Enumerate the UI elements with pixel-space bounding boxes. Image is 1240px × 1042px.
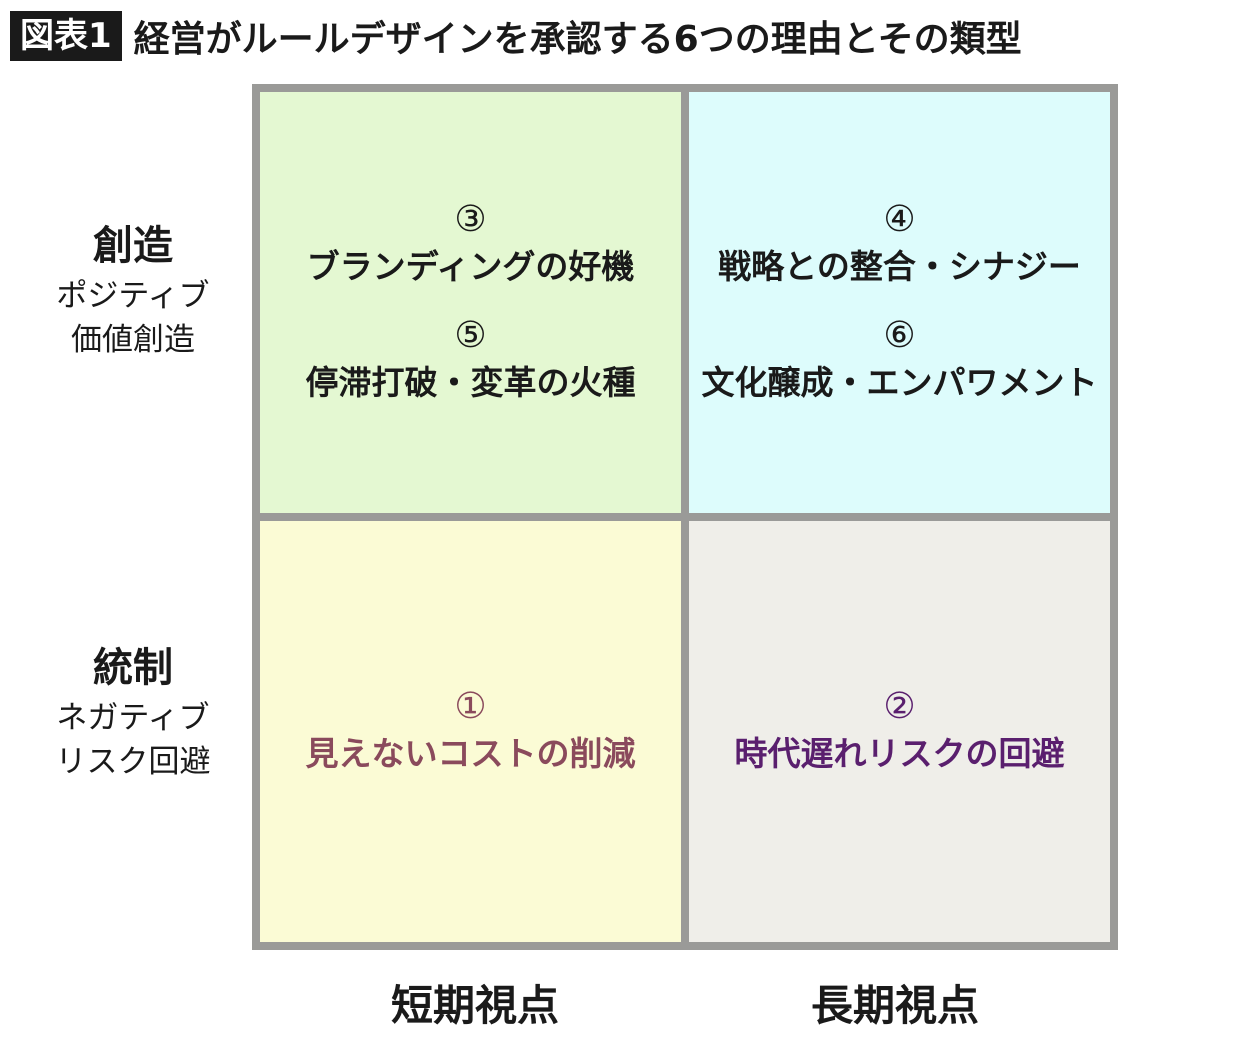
column-label-short-term: 短期視点 (390, 981, 559, 1030)
reason-item: ③ ブランディングの好機 (307, 198, 635, 292)
reason-text: 停滞打破・変革の火種 (305, 362, 636, 402)
reason-text: 戦略との整合・シナジー (718, 246, 1081, 286)
quadrant-long-term-control: ② 時代遅れリスクの回避 (689, 521, 1110, 942)
reason-number: ④ (883, 198, 916, 240)
quadrant-short-term-control: ① 見えないコストの削減 (260, 521, 681, 942)
reason-item: ⑥ 文化醸成・エンパワメント (702, 314, 1098, 408)
reason-text: 文化醸成・エンパワメント (701, 362, 1098, 402)
figure-badge: 図表1 (10, 11, 122, 61)
column-label-long-term: 長期視点 (810, 981, 979, 1030)
reason-text: ブランディングの好機 (306, 246, 635, 286)
quadrant-long-term-creation: ④ 戦略との整合・シナジー ⑥ 文化醸成・エンパワメント (689, 92, 1110, 513)
reason-item: ① 見えないコストの削減 (306, 685, 636, 779)
row-label-control: 統制 ネガティブ リスク回避 (8, 640, 258, 784)
row-label-creation-sub1: ポジティブ (56, 278, 210, 314)
row-label-creation-main: 創造 (93, 223, 173, 269)
figure-title: 経営がルールデザインを承認する6つの理由とその類型 (133, 19, 1022, 60)
row-label-creation: 創造 ポジティブ 価値創造 (8, 218, 258, 362)
row-label-control-main: 統制 (93, 645, 173, 691)
reason-number: ② (883, 685, 916, 727)
reason-number: ⑥ (883, 314, 916, 356)
quadrant-short-term-creation: ③ ブランディングの好機 ⑤ 停滞打破・変革の火種 (260, 92, 681, 513)
row-label-control-sub2: リスク回避 (55, 744, 211, 780)
reason-item: ⑤ 停滞打破・変革の火種 (306, 314, 636, 408)
reason-number: ① (454, 685, 487, 727)
reason-text: 見えないコストの削減 (305, 733, 636, 773)
reason-number: ⑤ (454, 314, 487, 356)
reason-item: ④ 戦略との整合・シナジー (718, 198, 1081, 292)
reason-number: ③ (454, 198, 487, 240)
reason-item: ② 時代遅れリスクの回避 (735, 685, 1065, 779)
row-label-creation-sub2: 価値創造 (71, 322, 195, 358)
reason-text: 時代遅れリスクの回避 (734, 733, 1065, 773)
figure-header: 図表1 経営がルールデザインを承認する6つの理由とその類型 (10, 10, 1022, 62)
matrix-grid: ③ ブランディングの好機 ⑤ 停滞打破・変革の火種 ④ 戦略との整合・シナジー … (252, 84, 1118, 950)
row-label-control-sub1: ネガティブ (56, 700, 210, 736)
